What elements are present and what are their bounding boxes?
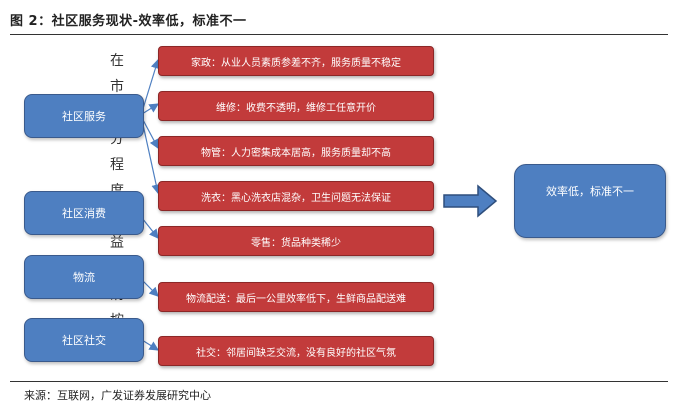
category-community-consumption: 社区消费 <box>24 191 144 235</box>
issue-housekeeping: 家政：从业人员素质参差不齐，服务质量不稳定 <box>158 46 434 76</box>
top-rule <box>10 34 668 35</box>
issue-label: 零售：货品种类稀少 <box>251 237 341 249</box>
category-label: 社区消费 <box>62 207 106 220</box>
result-label: 效率低，标准不一 <box>546 185 634 198</box>
issue-label: 物管：人力密集成本居高，服务质量却不高 <box>201 147 391 159</box>
issue-label: 物流配送：最后一公里效率低下，生鲜商品配送难 <box>186 293 406 305</box>
arrow-service-repair <box>141 103 160 115</box>
arrow-social-social <box>141 339 160 351</box>
issue-label: 维修：收费不透明，维修工任意开价 <box>216 102 376 114</box>
issue-delivery: 物流配送：最后一公里效率低下，生鲜商品配送难 <box>158 282 434 312</box>
block-arrow <box>443 184 498 218</box>
arrow-consumption-retail <box>141 217 159 239</box>
category-label: 社区服务 <box>62 110 106 123</box>
issue-label: 家政：从业人员素质参差不齐，服务质量不稳定 <box>191 57 401 69</box>
issue-label: 洗衣：黑心洗衣店混杂，卫生问题无法保证 <box>201 192 391 204</box>
issue-laundry: 洗衣：黑心洗衣店混杂，卫生问题无法保证 <box>158 181 434 211</box>
vertical-char: 市 <box>110 79 124 95</box>
issue-label: 社交：邻居间缺乏交流，没有良好的社区气氛 <box>196 347 396 359</box>
category-community-service: 社区服务 <box>24 94 144 138</box>
category-community-social: 社区社交 <box>24 318 144 362</box>
vertical-char: 在 <box>110 53 124 69</box>
arrow-logistics-delivery <box>141 279 159 297</box>
category-logistics: 物流 <box>24 255 144 299</box>
issue-social: 社交：邻居间缺乏交流，没有良好的社区气氛 <box>158 336 434 366</box>
result-box: 效率低，标准不一 <box>514 164 666 238</box>
arrow-service-housekeeping <box>141 58 161 113</box>
arrow-service-property <box>141 117 159 150</box>
bottom-rule <box>10 381 668 382</box>
issue-repair: 维修：收费不透明，维修工任意开价 <box>158 91 434 121</box>
source-note: 来源：互联网，广发证券发展研究中心 <box>24 389 211 402</box>
vertical-char: 益 <box>110 235 124 251</box>
category-label: 社区社交 <box>62 334 106 347</box>
arrow-service-laundry <box>141 119 161 195</box>
issue-property: 物管：人力密集成本居高，服务质量却不高 <box>158 136 434 166</box>
vertical-char: 程 <box>110 157 124 173</box>
figure-title: 图 2：社区服务现状-效率低，标准不一 <box>10 14 247 29</box>
category-label: 物流 <box>73 271 95 284</box>
issue-retail: 零售：货品种类稀少 <box>158 226 434 256</box>
